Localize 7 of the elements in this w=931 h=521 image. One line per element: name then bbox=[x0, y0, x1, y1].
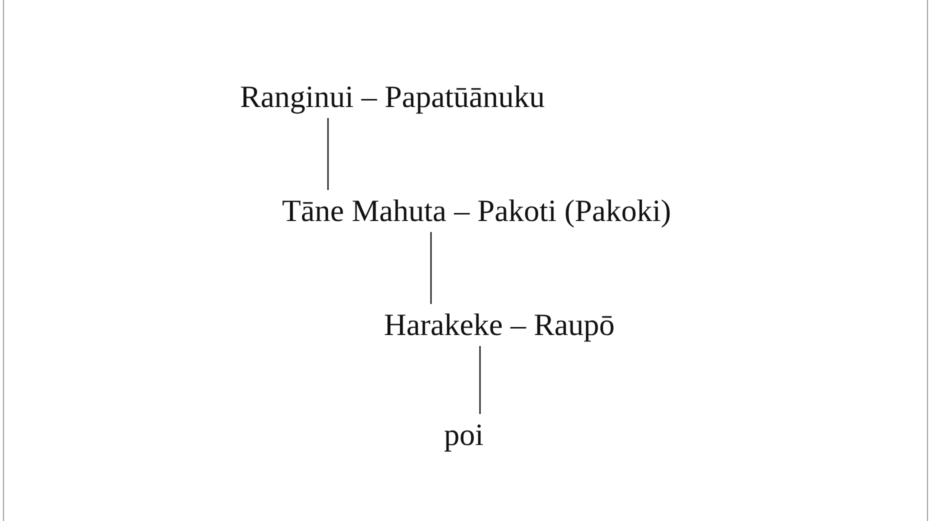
connector-line bbox=[430, 232, 432, 304]
connector-line bbox=[327, 118, 329, 190]
name-text: Harakeke – Raupō bbox=[384, 304, 615, 346]
name-text: Tāne Mahuta – Pakoti (Pakoki) bbox=[282, 190, 672, 232]
name-text: poi bbox=[444, 414, 484, 456]
name-text: Ranginui – Papatūānuku bbox=[240, 76, 545, 118]
connector-line bbox=[479, 346, 481, 414]
